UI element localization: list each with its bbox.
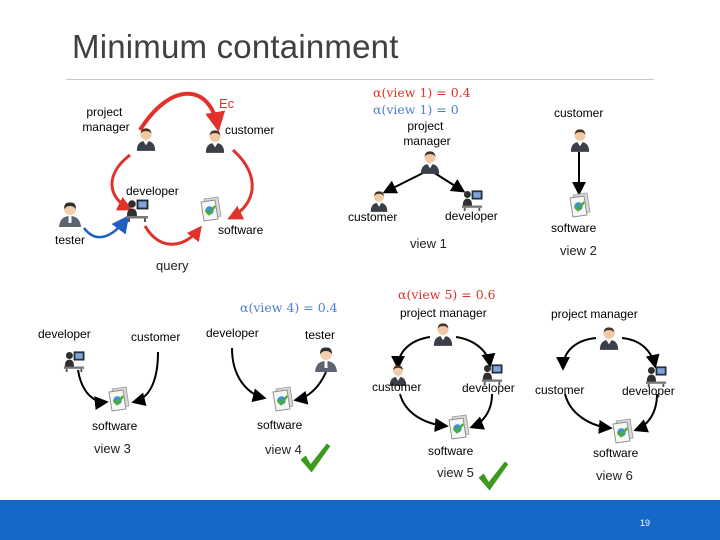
alpha-view1-blue: α(view 1) = 0 bbox=[373, 102, 459, 117]
alpha-view5: α(view 5) = 0.6 bbox=[398, 287, 496, 302]
page-number: 19 bbox=[640, 518, 651, 528]
view4-caption: view 4 bbox=[265, 442, 302, 457]
view5-caption: view 5 bbox=[437, 465, 474, 480]
view5-developer-label: developer bbox=[462, 381, 515, 395]
slide-title: Minimum containment bbox=[72, 28, 399, 65]
view5-edge-dev-sw bbox=[469, 393, 493, 430]
query-edge-cust-sw bbox=[227, 148, 254, 220]
view1-edge-pm-dev bbox=[432, 171, 466, 193]
view4-edge-tester bbox=[293, 371, 327, 405]
view1-graph: project manager customer developer view … bbox=[348, 119, 498, 251]
view5-software-icon bbox=[447, 414, 471, 440]
view3-software-icon bbox=[107, 386, 131, 412]
view4-software-label: software bbox=[257, 418, 303, 432]
view3-customer-label: customer bbox=[131, 330, 180, 344]
view3-caption: view 3 bbox=[94, 441, 131, 456]
view4-checkmark-icon bbox=[300, 443, 331, 473]
view1-edge-pm-cust bbox=[382, 171, 426, 194]
view1-customer-person-icon bbox=[370, 191, 388, 212]
view5-customer-label: customer bbox=[372, 380, 421, 394]
query-customer-label: customer bbox=[225, 123, 274, 137]
view6-caption: view 6 bbox=[596, 468, 633, 483]
view1-pm-person-icon bbox=[420, 151, 440, 174]
view6-software-icon bbox=[611, 418, 635, 444]
query-edge-tester bbox=[83, 215, 130, 239]
view5-pm-label: project manager bbox=[400, 306, 487, 320]
view1-caption: view 1 bbox=[410, 236, 447, 251]
view6-customer-label: customer bbox=[535, 383, 584, 397]
query-pm-label: project manager bbox=[82, 105, 129, 134]
view4-developer-label: developer bbox=[206, 326, 259, 340]
view2-caption: view 2 bbox=[560, 243, 597, 258]
view4-tester-label: tester bbox=[305, 328, 335, 342]
alpha-view1-red: α(view 1) = 0.4 bbox=[373, 85, 471, 100]
view5-checkmark-icon bbox=[478, 461, 509, 491]
ec-edge-label: Ec bbox=[219, 96, 235, 111]
query-customer-person-icon bbox=[205, 130, 225, 153]
view3-developer-label: developer bbox=[38, 327, 91, 341]
view6-edge-pm-cust bbox=[556, 337, 597, 371]
view6-graph: project manager customer developer softw… bbox=[535, 307, 675, 483]
view4-software-icon bbox=[271, 386, 295, 412]
view3-edge-cust-sw bbox=[131, 351, 159, 407]
query-tester-icon bbox=[59, 202, 81, 227]
view4-tester-icon bbox=[315, 347, 337, 372]
view1-pm-label: project manager bbox=[403, 119, 450, 148]
view2-software-icon bbox=[568, 192, 592, 218]
view6-pm-label: project manager bbox=[551, 307, 638, 321]
view3-edge-dev-sw bbox=[77, 369, 109, 411]
query-developer-icon bbox=[125, 199, 149, 222]
view2-software-label: software bbox=[551, 221, 597, 235]
view1-developer-icon bbox=[461, 190, 483, 211]
view1-developer-label: developer bbox=[445, 209, 498, 223]
view2-customer-label: customer bbox=[554, 106, 603, 120]
title-divider bbox=[66, 79, 654, 80]
view3-software-label: software bbox=[92, 419, 138, 433]
view6-edge-dev-sw bbox=[633, 393, 658, 433]
query-software-label: software bbox=[218, 223, 264, 237]
view6-developer-label: developer bbox=[622, 384, 675, 398]
query-software-icon bbox=[199, 196, 223, 222]
query-edge-pm-dev bbox=[110, 153, 133, 211]
view3-developer-icon bbox=[63, 351, 85, 372]
view5-edge-pm-cust bbox=[391, 336, 431, 370]
alpha-view4: α(view 4) = 0.4 bbox=[240, 300, 338, 315]
view6-edge-cust-sw bbox=[564, 393, 613, 434]
view5-software-label: software bbox=[428, 444, 474, 458]
view6-edge-pm-dev bbox=[621, 337, 660, 369]
query-edge-ec bbox=[138, 91, 226, 132]
query-caption: query bbox=[156, 258, 189, 273]
view5-graph: project manager customer developer softw… bbox=[372, 306, 515, 491]
view3-graph: developer customer software view 3 bbox=[38, 327, 180, 456]
view6-pm-person-icon bbox=[599, 327, 619, 350]
view5-edge-cust-sw bbox=[399, 393, 449, 432]
view4-edge-dev-sw bbox=[231, 347, 267, 403]
query-graph: project manager customer developer teste… bbox=[55, 91, 274, 273]
view4-graph: developer tester software view 4 bbox=[206, 326, 337, 473]
view2-graph: customer software view 2 bbox=[551, 106, 603, 258]
query-edge-dev-sw bbox=[143, 225, 202, 246]
footer-bar bbox=[0, 500, 720, 540]
query-tester-label: tester bbox=[55, 233, 85, 247]
view6-software-label: software bbox=[593, 446, 639, 460]
view1-customer-label: customer bbox=[348, 210, 397, 224]
view5-pm-person-icon bbox=[433, 323, 453, 346]
query-pm-person-icon bbox=[136, 128, 156, 151]
query-developer-label: developer bbox=[126, 184, 179, 198]
view5-edge-pm-dev bbox=[455, 336, 496, 368]
view2-customer-person-icon bbox=[570, 129, 590, 152]
